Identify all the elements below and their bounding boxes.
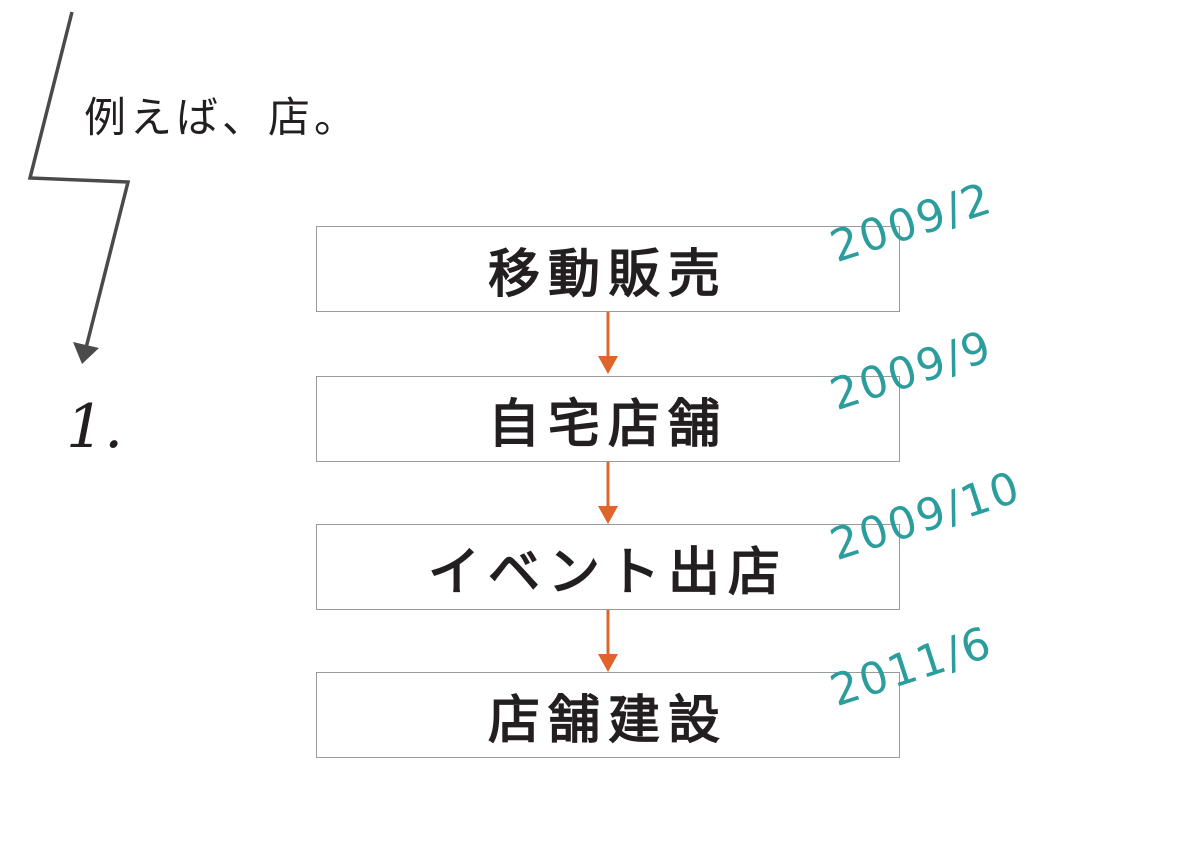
step-date: 2011/6 <box>824 616 999 717</box>
zigzag-arrow-icon <box>27 11 131 364</box>
heading-text: 例えば、店。 <box>84 93 361 142</box>
step-label: 店舗建設 <box>487 690 728 751</box>
step-box-mobile-sales: 移動販売 <box>316 226 900 312</box>
down-arrow-icon <box>598 610 618 672</box>
section-number: 1. <box>66 392 124 462</box>
down-arrow-icon <box>598 462 618 524</box>
step-label: 移動販売 <box>487 244 728 305</box>
step-date: 2009/9 <box>824 320 999 421</box>
step-date: 2009/10 <box>824 461 1028 571</box>
step-box-home-store: 自宅店舗 <box>316 376 900 462</box>
down-arrow-icon <box>598 312 618 374</box>
step-label: イベント出店 <box>427 542 788 603</box>
step-box-event-store: イベント出店 <box>316 524 900 610</box>
step-label: 自宅店舗 <box>487 394 728 455</box>
step-box-store-construction: 店舗建設 <box>316 672 900 758</box>
step-date: 2009/2 <box>824 172 999 273</box>
